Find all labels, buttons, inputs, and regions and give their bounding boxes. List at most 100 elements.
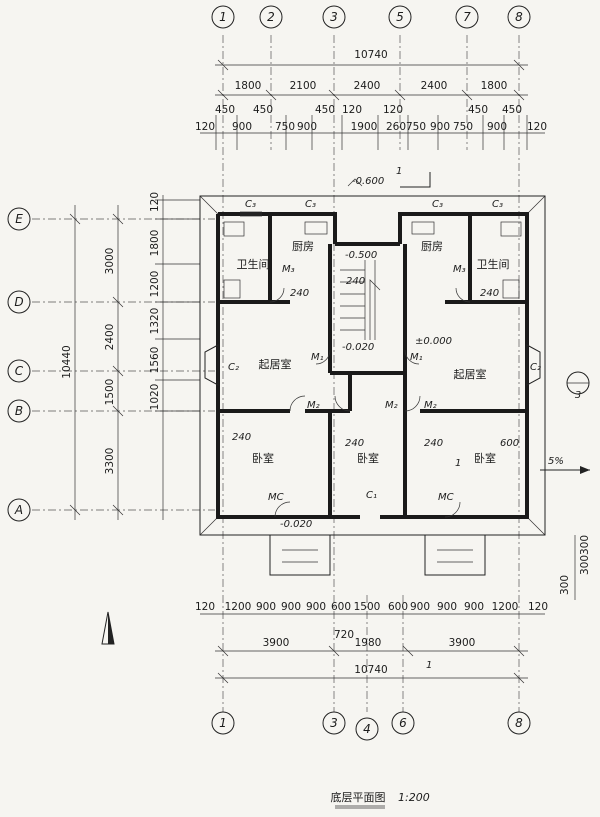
room-bath-left: 卫生间 xyxy=(237,257,270,271)
label-m2-a: M₂ xyxy=(307,400,320,411)
dim-top-r3-10: 120 xyxy=(383,104,403,116)
dim-top-r3-17: 120 xyxy=(527,121,547,133)
dim-right-300c: 300 xyxy=(559,575,571,595)
section-marker: 3 xyxy=(400,172,590,474)
door-swings xyxy=(269,287,471,518)
dim-top-r3-8: 1900 xyxy=(351,121,378,133)
dim-bot-r1-5: 600 xyxy=(331,601,351,613)
dim-bot-r1-10: 900 xyxy=(464,601,484,613)
axis-left-A: A xyxy=(14,503,23,517)
label-m1-left: M₁ xyxy=(311,352,324,363)
axis-top-7: 7 xyxy=(463,10,471,24)
axis-left-C: C xyxy=(15,364,24,378)
dim-left-1560: 1560 xyxy=(149,347,161,374)
room-labels: 厨房 卫生间 起居室 卧室 卧室 厨房 卫生间 起居室 卧室 xyxy=(237,240,510,465)
elev-entrance: -0.600 xyxy=(352,176,384,187)
porches xyxy=(269,534,486,576)
title-text: 底层平面图 xyxy=(331,790,386,804)
dim-bot-3900a: 3900 xyxy=(263,637,290,649)
axis-bottom-4: 4 xyxy=(363,722,371,736)
label-c3-b: C₃ xyxy=(305,199,316,210)
room-living-left: 起居室 xyxy=(259,357,292,371)
room-bedroom-mid: 卧室 xyxy=(357,451,379,465)
room-bedroom-left: 卧室 xyxy=(252,451,274,465)
label-c2-right: C₂ xyxy=(530,362,541,373)
dim-bot-r1-11: 1200 xyxy=(492,601,519,613)
dim-top-2400a: 2400 xyxy=(354,80,381,92)
axis-bottom-6: 6 xyxy=(399,716,407,730)
dim-bot-r1-7: 600 xyxy=(388,601,408,613)
dim-top-2100: 2100 xyxy=(290,80,317,92)
room-bedroom-right: 卧室 xyxy=(474,451,496,465)
dim-top-r3-6: 450 xyxy=(315,104,335,116)
dim-bot-720: 720 xyxy=(334,629,354,641)
dim-bot-1980: 1980 xyxy=(355,637,382,649)
dim-top-r3-3: 450 xyxy=(253,104,273,116)
label-1-room: 1 xyxy=(455,458,461,469)
dim-bot-r1-4: 900 xyxy=(306,601,326,613)
bay-windows xyxy=(204,211,541,386)
elevations: -0.600 -0.500 -0.020 ±0.000 -0.020 xyxy=(280,176,452,530)
building-walls xyxy=(199,195,546,536)
elev-floor: ±0.000 xyxy=(415,336,452,347)
title-scale: 1:200 xyxy=(398,791,430,804)
dim-top-1800a: 1800 xyxy=(235,80,262,92)
dim-bot-r1-12: 120 xyxy=(528,601,548,613)
label-1-bottom: 1 xyxy=(426,660,432,671)
dim-left-120: 120 xyxy=(149,192,161,212)
axis-top-5: 5 xyxy=(396,10,404,24)
top-axis-bubbles: 1 2 3 5 7 8 xyxy=(211,5,531,29)
elev-porch: -0.020 xyxy=(280,519,312,530)
dim-top-r3-7: 120 xyxy=(342,104,362,116)
dim-top-r3-15: 900 xyxy=(487,121,507,133)
room-kitchen-right: 厨房 xyxy=(421,240,443,253)
right-dimensions: 300 300 300 xyxy=(559,535,591,600)
axis-lines xyxy=(32,35,520,712)
label-240-a: 240 xyxy=(290,288,309,299)
top-dimensions: 10740 1800 2100 2400 2400 1800 120 450 9… xyxy=(195,49,547,150)
drawing-title: 底层平面图 1:200 xyxy=(331,790,430,809)
dim-bot-r1-2: 900 xyxy=(256,601,276,613)
dim-top-r3-13: 750 xyxy=(453,121,473,133)
dim-bot-r1-9: 900 xyxy=(437,601,457,613)
dim-top-1800b: 1800 xyxy=(481,80,508,92)
left-axis-bubbles: E D C B A xyxy=(7,207,31,522)
dim-bot-r1-6: 1500 xyxy=(354,601,381,613)
label-mc-right: MC xyxy=(438,492,454,503)
axis-top-3: 3 xyxy=(330,10,338,24)
label-240-c: 240 xyxy=(480,288,499,299)
axis-top-1: 1 xyxy=(219,10,227,24)
label-240-e: 240 xyxy=(345,438,364,449)
dim-left-1320: 1320 xyxy=(149,308,161,335)
dim-left-overall: 10440 xyxy=(61,345,73,378)
label-600: 600 xyxy=(500,438,519,449)
dim-bot-r1-3: 900 xyxy=(281,601,301,613)
bathroom-fixtures xyxy=(223,221,522,299)
dim-top-r3-2: 900 xyxy=(232,121,252,133)
component-labels: C₃ C₃ C₃ C₃ C₂ C₂ C₁ M₃ M₃ M₁ M₁ M₂ M₂ M… xyxy=(228,166,564,671)
label-c1: C₁ xyxy=(366,490,377,501)
label-240-d: 240 xyxy=(232,432,251,443)
label-c3-c: C₃ xyxy=(432,199,443,210)
label-240-b: 240 xyxy=(346,276,365,287)
section-number: 3 xyxy=(575,390,581,401)
dim-bot-r1-0: 120 xyxy=(195,601,215,613)
axis-bottom-1: 1 xyxy=(219,716,227,730)
dim-top-r3-12: 900 xyxy=(430,121,450,133)
dim-top-overall: 10740 xyxy=(354,49,387,61)
dim-top-2400b: 2400 xyxy=(421,80,448,92)
dim-top-r3-11: 750 xyxy=(406,121,426,133)
label-240-f: 240 xyxy=(424,438,443,449)
elev-stair-mid: -0.020 xyxy=(342,342,374,353)
axis-bottom-8: 8 xyxy=(515,716,523,730)
room-living-right: 起居室 xyxy=(454,367,487,381)
axis-top-8: 8 xyxy=(515,10,523,24)
label-m3-left: M₃ xyxy=(282,264,295,275)
dim-left-1200: 1200 xyxy=(149,271,161,298)
bottom-axis-bubbles: 1 3 4 6 8 xyxy=(211,711,531,741)
dim-left-1800: 1800 xyxy=(149,230,161,257)
dim-left-3000: 3000 xyxy=(104,248,116,275)
dim-right-300b: 300 xyxy=(579,555,591,575)
dim-left-1500: 1500 xyxy=(104,379,116,406)
